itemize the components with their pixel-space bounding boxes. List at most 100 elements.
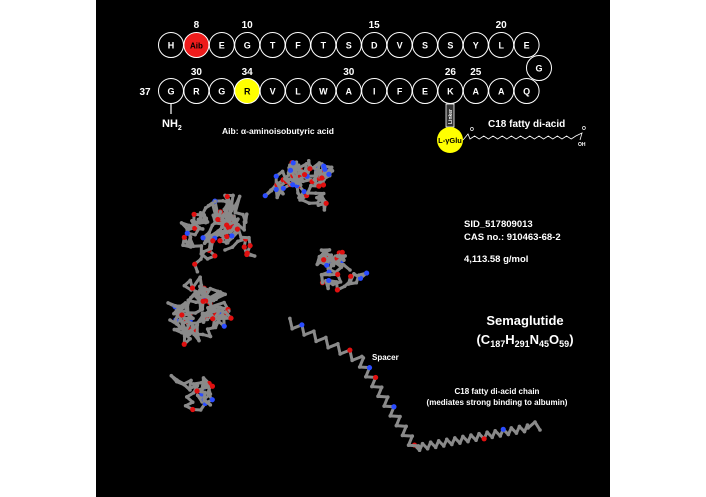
carbon-atom (335, 254, 339, 258)
carbon-atom (506, 432, 511, 437)
carbon-atom (533, 420, 537, 424)
molecular-formula: (C187H291N45O59) (476, 332, 573, 349)
oxygen-atom (181, 234, 187, 240)
carbon-atom (315, 262, 319, 267)
carbon-atom (205, 232, 210, 237)
carbon-atom (363, 374, 368, 379)
carbon-atom (220, 225, 224, 229)
carbon-atom (242, 228, 246, 232)
carbon-atom (185, 303, 190, 307)
carbon-atom (382, 404, 386, 408)
carbon-atom (224, 210, 229, 215)
carbon-atom (194, 289, 198, 294)
carbon-atom (348, 279, 353, 283)
residue-label: L (498, 41, 504, 51)
carbon-atom (199, 219, 203, 223)
carbon-atom (192, 293, 197, 297)
carbon-atom (169, 373, 174, 378)
fatty-acid-label: C18 fatty di-acid (488, 119, 565, 130)
carbon-atom (198, 275, 202, 279)
carbon-atom (181, 243, 185, 248)
nitrogen-atom (301, 188, 307, 195)
formula-part: 45 (539, 339, 549, 349)
residue-label: T (270, 41, 276, 51)
carbon-atom (180, 326, 185, 331)
residue-label: E (422, 87, 428, 97)
carbon-atom (236, 239, 240, 244)
carbon-atom (182, 283, 187, 288)
carbon-atom (318, 168, 323, 173)
carbon-atom (297, 178, 302, 183)
residue-label: K (447, 87, 454, 97)
carbon-atom (220, 232, 225, 236)
oxygen-atom (212, 253, 218, 259)
carbon-atom (205, 317, 210, 322)
nitrogen-atom (273, 186, 279, 193)
oxygen-atom (224, 233, 230, 240)
carbon-atom (320, 194, 324, 199)
carbon-atom (210, 201, 215, 206)
bond (225, 195, 229, 215)
carbon-atom (237, 194, 242, 199)
carbon-atom (514, 431, 519, 435)
carbon-atom (320, 280, 325, 285)
carbon-atom (444, 437, 449, 442)
residue-label: A (473, 87, 480, 97)
carbon-atom (342, 284, 347, 289)
l-gamma-glu-circle (437, 127, 463, 153)
residue-label: E (524, 41, 530, 51)
carbon-atom (227, 229, 232, 233)
formula-part: 187 (490, 339, 505, 349)
formula-part: 59 (559, 339, 569, 349)
carbon-atom (307, 201, 312, 205)
nitrogen-atom (391, 404, 397, 410)
residue-label: A (498, 87, 505, 97)
carbon-atom (200, 307, 205, 312)
carbon-atom (269, 188, 273, 192)
carbon-atom (183, 316, 187, 321)
oxygen-atom (228, 315, 234, 321)
carbon-atom (172, 327, 177, 332)
carbon-atom (309, 183, 313, 188)
linker-label: Linker (448, 109, 454, 124)
residue-number: 8 (194, 20, 200, 31)
carbon-atom (304, 161, 309, 166)
carbon-atom (200, 311, 205, 315)
formula-part: O (549, 332, 559, 347)
carbon-atom (376, 394, 380, 399)
carbon-atom (538, 428, 542, 432)
carbon-atom (357, 365, 362, 369)
carbon-atom (186, 298, 191, 303)
carbon-atom (498, 434, 503, 438)
carbon-atom (428, 440, 433, 444)
carbon-atom (208, 392, 213, 396)
carbon-atom (458, 441, 462, 445)
residue-label: S (346, 41, 352, 51)
carbon-atom (509, 426, 514, 430)
oxygen-atom (334, 287, 340, 293)
oxygen-atom (210, 238, 216, 244)
carbon-atom (172, 319, 177, 324)
carbon-atom (219, 229, 223, 233)
aib-legend: Aib: α-aminoisobutyric acid (222, 126, 334, 136)
carbon-atom (416, 444, 421, 448)
carbon-atom (337, 259, 341, 263)
carbon-atom (190, 400, 195, 405)
carbon-atom (228, 202, 233, 206)
residue-circle (526, 55, 552, 81)
formula-part: N (530, 332, 539, 347)
carbon-atom (179, 221, 184, 225)
residue-label: F (295, 41, 301, 51)
carbon-atom (321, 191, 326, 196)
carbon-atom (417, 448, 422, 453)
carbon-atom (247, 235, 251, 240)
carbon-atom (202, 397, 206, 401)
carbon-atom (193, 311, 198, 315)
residue-number: 25 (470, 67, 482, 78)
oh-label: OH (578, 142, 586, 148)
carbon-atom (326, 345, 330, 350)
carbon-atom (398, 414, 402, 419)
carbon-atom (172, 311, 176, 316)
carbon-atom (195, 383, 200, 388)
oxygen-atom (224, 222, 230, 228)
